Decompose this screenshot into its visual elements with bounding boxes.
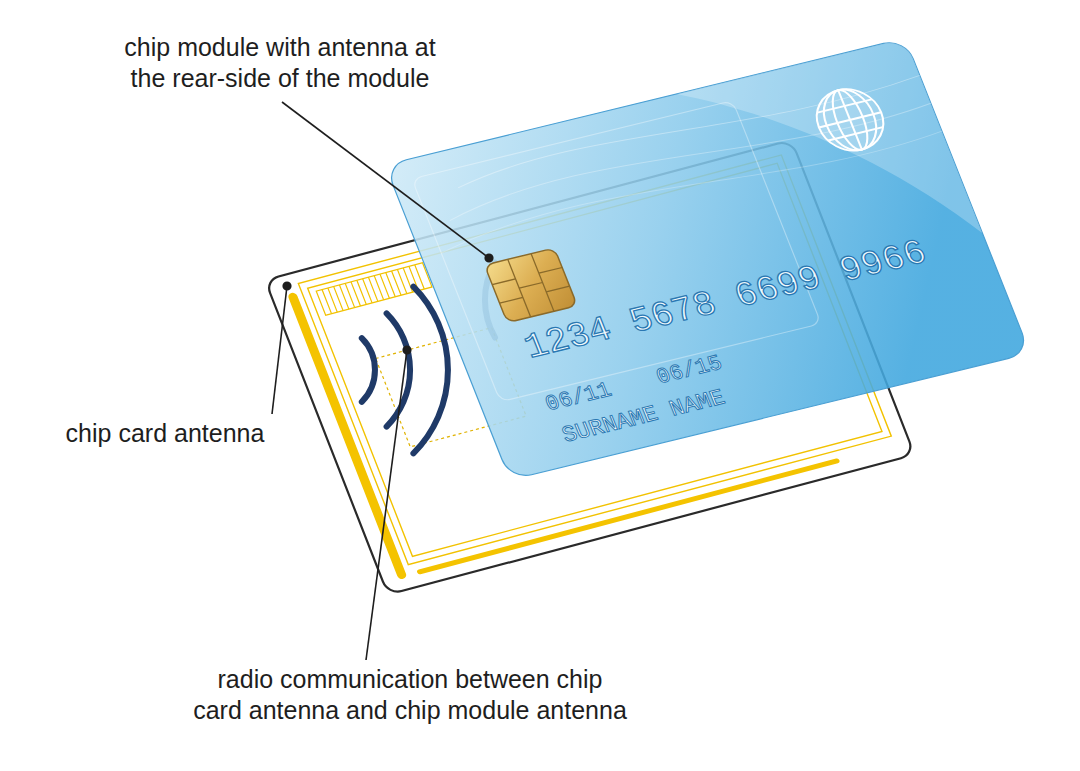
card-gloss xyxy=(404,38,1001,402)
card-print: 06/11 xyxy=(542,378,615,417)
chip-module xyxy=(484,248,577,323)
globe-logo xyxy=(807,83,893,158)
callout-label: radio communication between chip card an… xyxy=(100,664,720,726)
leader-lines xyxy=(272,102,493,660)
leader-dot xyxy=(403,346,411,354)
antenna-wire xyxy=(293,297,401,574)
antenna-wire xyxy=(420,461,837,572)
leader-line xyxy=(366,350,407,660)
leader-line xyxy=(282,102,489,258)
callout-label: chip card antenna xyxy=(40,418,290,449)
card-body xyxy=(385,38,1030,480)
leader-line xyxy=(272,286,287,414)
card-print: 06/15 xyxy=(653,351,726,390)
leader-dot xyxy=(485,254,493,262)
callout-label: chip module with antenna at the rear-sid… xyxy=(55,32,505,94)
card-print: 1234 5678 6699 9966 xyxy=(519,233,933,368)
leader-dot xyxy=(283,282,291,290)
bank-card xyxy=(385,38,1030,480)
